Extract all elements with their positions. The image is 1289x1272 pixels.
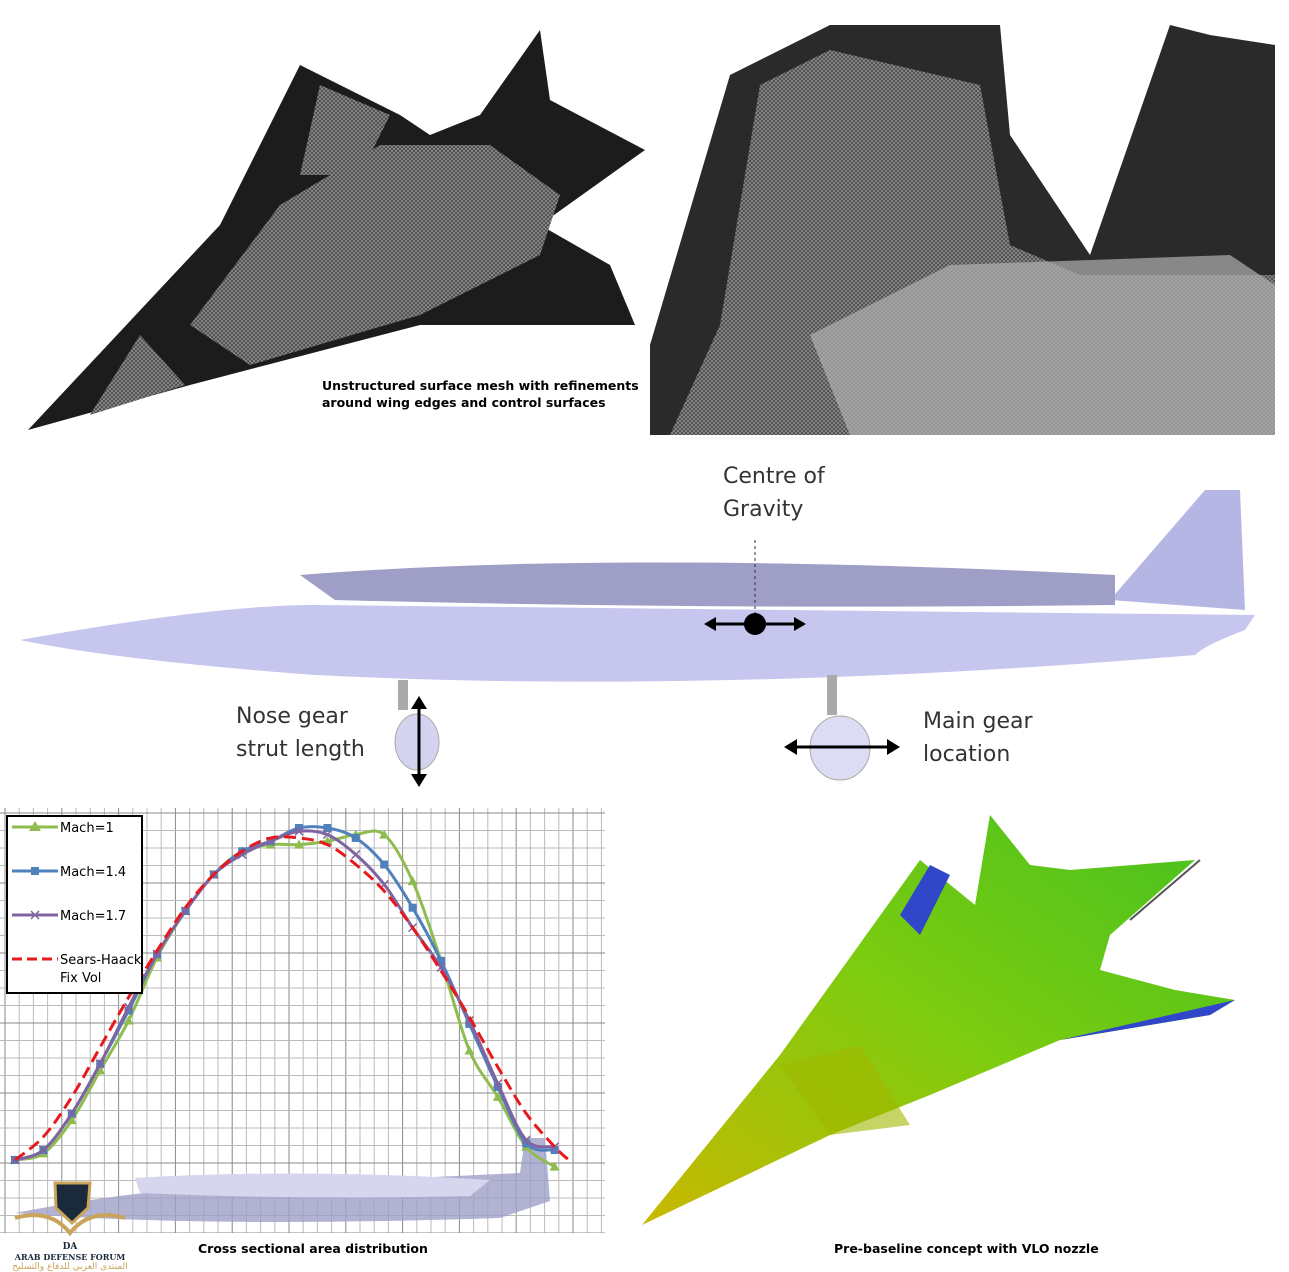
side-view-aircraft-image — [20, 490, 1255, 781]
data-point-triangle — [95, 1065, 106, 1075]
data-point-x — [521, 1135, 531, 1145]
data-point-triangle — [464, 1045, 475, 1055]
legend-item-mach1: Mach=1 — [12, 820, 114, 838]
nose-gear-arrow-icon — [411, 696, 427, 787]
data-point-x — [152, 949, 162, 959]
mesh-caption: Unstructured surface mesh with refinemen… — [322, 378, 639, 410]
data-point-square — [380, 860, 389, 869]
dashed-line-icon — [12, 957, 58, 961]
data-point-square — [351, 833, 360, 842]
legend-item-mach14: Mach=1.4 — [12, 864, 126, 882]
series-line-0 — [14, 829, 556, 1168]
data-point-triangle — [294, 839, 304, 849]
main-gear-arrow-icon — [784, 739, 900, 755]
series-line-3 — [14, 835, 570, 1162]
data-point-square — [408, 903, 417, 912]
data-point-x — [493, 1079, 503, 1089]
data-point-x — [124, 1002, 134, 1012]
data-point-square — [437, 956, 445, 965]
x-marker-icon — [12, 910, 58, 920]
area-distribution-chart — [0, 808, 605, 1233]
shield-logo-icon — [14, 1181, 126, 1237]
legend-item-mach17: Mach=1.7 — [12, 908, 126, 926]
data-point-x — [95, 1059, 105, 1069]
cg-label: Centre of Gravity — [723, 464, 825, 522]
mesh-closeup-image — [650, 25, 1275, 435]
data-point-square — [323, 824, 332, 832]
data-point-triangle — [549, 1161, 560, 1171]
cg-marker — [704, 540, 806, 635]
data-point-triangle — [123, 1015, 134, 1025]
data-point-triangle — [66, 1115, 77, 1125]
triangle-marker-icon — [12, 821, 58, 831]
data-point-square — [124, 1006, 133, 1015]
concept-aircraft-image — [642, 815, 1235, 1225]
data-point-x — [322, 830, 332, 840]
background-aircraft-silhouette — [15, 1138, 550, 1222]
data-point-triangle — [492, 1091, 503, 1101]
data-point-square — [550, 1146, 559, 1155]
watermark-logo: DA ARAB DEFENSE FORUM المنتدى العربي للد… — [10, 1178, 130, 1272]
legend-item-sears-haack: Sears-Haack Fix Vol — [12, 952, 142, 988]
main-gear-label: Main gear location — [923, 709, 1033, 767]
data-point-x — [38, 1145, 48, 1155]
data-point-x — [294, 826, 304, 836]
data-point-x — [180, 906, 190, 916]
nose-gear-label: Nose gear strut length — [236, 704, 365, 762]
data-point-x — [67, 1108, 77, 1119]
square-marker-icon — [12, 867, 58, 875]
concept-caption: Pre-baseline concept with VLO nozzle — [834, 1241, 1099, 1256]
chart-caption: Cross sectional area distribution — [198, 1241, 428, 1256]
data-point-triangle — [379, 829, 390, 839]
chart-legend: Mach=1 Mach=1.4 Mach=1.7 Sears-Haack Fix… — [6, 815, 143, 994]
data-point-x — [351, 850, 361, 860]
data-point-triangle — [407, 876, 418, 886]
data-point-square — [295, 824, 303, 832]
mesh-aircraft-image — [28, 30, 645, 430]
data-point-square — [522, 1139, 531, 1148]
